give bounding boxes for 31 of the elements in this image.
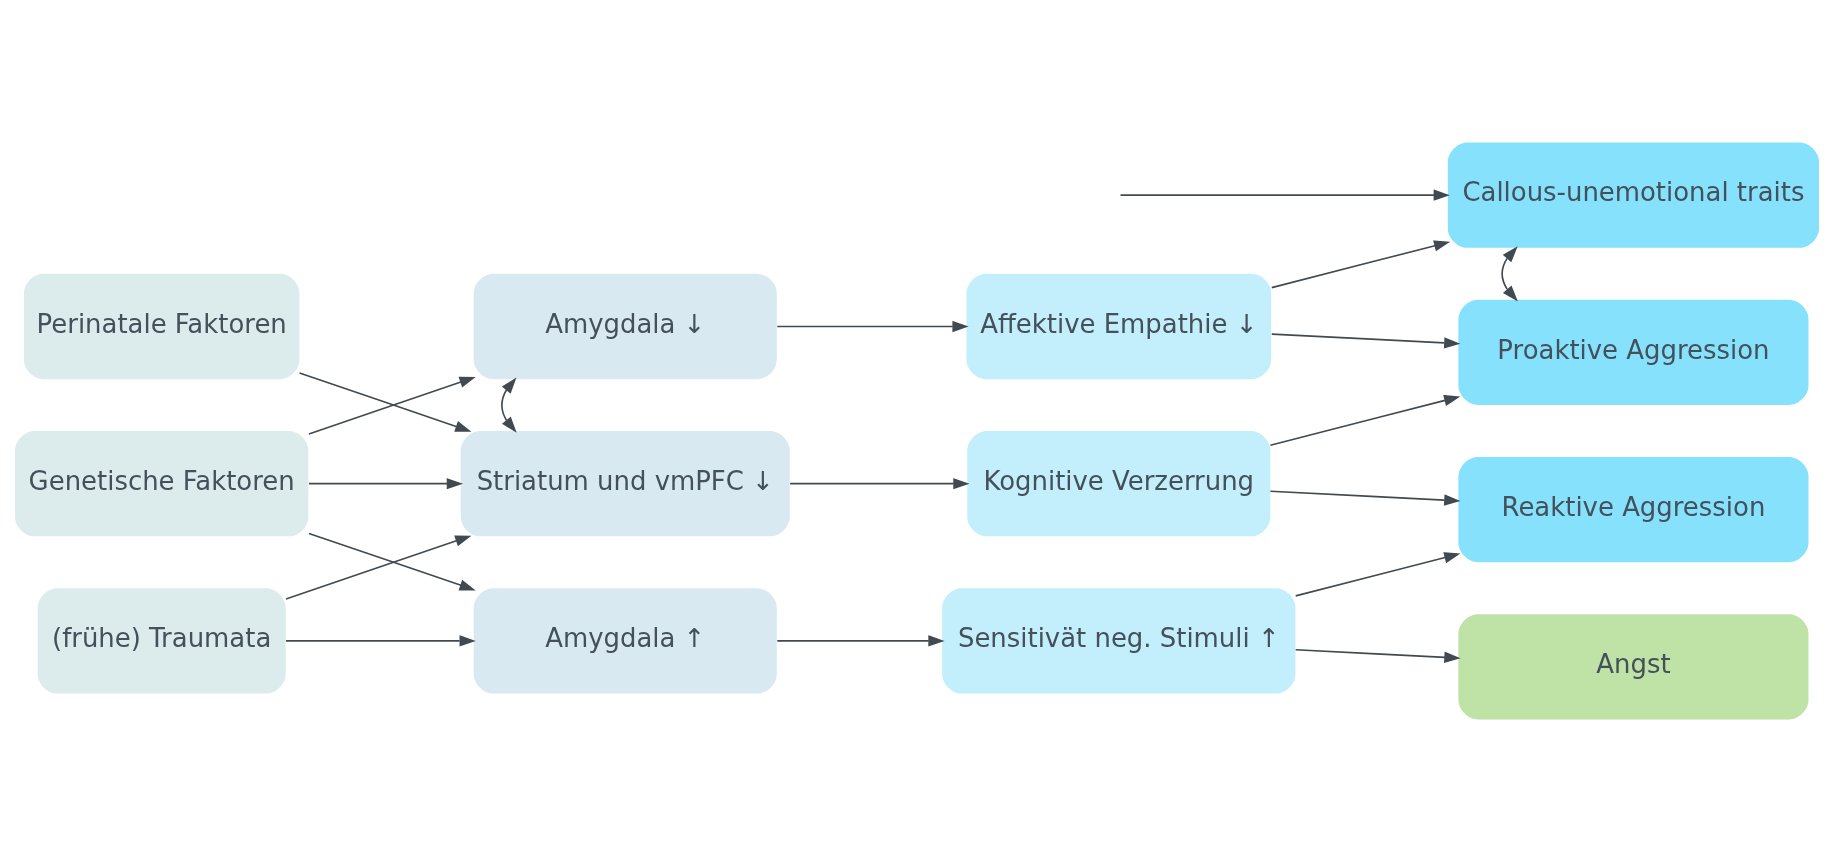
node-box: Striatum und vmPFC ↓ xyxy=(460,430,790,536)
node-box: Reaktive Aggression xyxy=(1458,456,1809,562)
arrow xyxy=(1119,188,1450,201)
arrow xyxy=(1294,648,1461,663)
node-box: Amygdala ↑ xyxy=(473,587,777,694)
arrow xyxy=(308,477,463,489)
arrow xyxy=(1269,489,1461,506)
arrow xyxy=(776,634,945,647)
node-box: Angst xyxy=(1458,613,1809,719)
arrow xyxy=(285,634,476,647)
arrow xyxy=(1501,245,1518,301)
arrow xyxy=(308,376,476,435)
arrow xyxy=(298,371,472,432)
arrow xyxy=(1294,551,1461,597)
arrow xyxy=(1269,394,1461,446)
node-box: Genetische Faktoren xyxy=(15,430,309,536)
node-box: Proaktive Aggression xyxy=(1458,299,1809,405)
node-box: Callous-unemotional traits xyxy=(1447,142,1819,248)
arrow xyxy=(789,477,970,489)
arrow xyxy=(501,377,517,433)
node-box: Perinatale Faktoren xyxy=(23,273,300,379)
node-box: Kognitive Verzerrung xyxy=(967,430,1271,536)
arrow xyxy=(1270,239,1451,288)
arrow xyxy=(776,320,969,332)
node-box: Affektive Empathie ↓ xyxy=(966,273,1272,379)
arrow xyxy=(285,535,472,600)
arrow xyxy=(1270,332,1461,349)
node-box: (frühe) Traumata xyxy=(37,587,286,694)
node-box: Amygdala ↓ xyxy=(473,273,777,379)
arrow xyxy=(308,532,476,590)
node-box: Sensitivät neg. Stimuli ↑ xyxy=(942,587,1296,694)
